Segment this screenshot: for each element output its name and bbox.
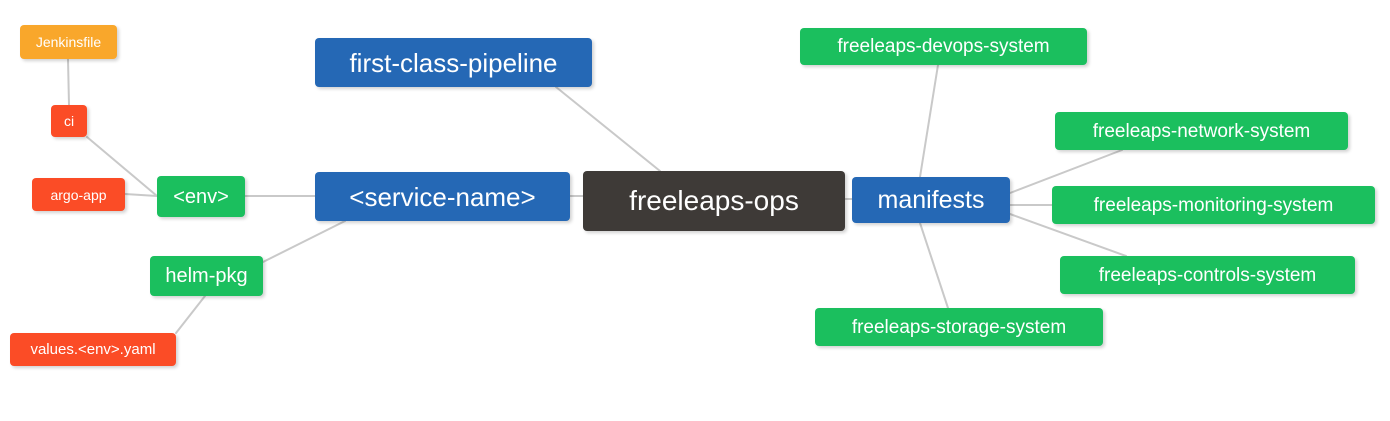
node-helm-pkg[interactable]: helm-pkg [150,256,263,296]
node-network-system[interactable]: freeleaps-network-system [1055,112,1348,150]
edge-first-class-pipeline-to-freeleaps-ops [555,86,661,172]
node-label: helm-pkg [165,265,248,287]
node-monitoring-system[interactable]: freeleaps-monitoring-system [1052,186,1375,224]
node-label: argo-app [50,186,107,203]
node-label: freeleaps-controls-system [1098,264,1317,286]
node-service-name[interactable]: <service-name> [315,172,570,221]
edge-manifests-to-storage-system [919,222,949,309]
edge-helm-pkg-to-service-name [262,220,346,263]
node-devops-system[interactable]: freeleaps-devops-system [800,28,1087,65]
node-controls-system[interactable]: freeleaps-controls-system [1060,256,1355,294]
node-env[interactable]: <env> [157,176,245,217]
node-first-class-pipeline[interactable]: first-class-pipeline [315,38,592,87]
node-label: Jenkinsfile [35,34,102,50]
node-label: first-class-pipeline [349,47,558,78]
node-label: <service-name> [349,181,536,212]
node-ci[interactable]: ci [51,105,87,137]
node-label: freeleaps-storage-system [851,316,1067,338]
node-jenkinsfile[interactable]: Jenkinsfile [20,25,117,59]
node-freeleaps-ops[interactable]: freeleaps-ops [583,171,845,231]
node-label: freeleaps-ops [629,185,799,216]
node-label: ci [63,113,75,129]
node-values-yaml[interactable]: values.<env>.yaml [10,333,176,366]
edge-argo-app-to-env [124,193,158,197]
node-label: freeleaps-monitoring-system [1093,194,1334,216]
node-argo-app[interactable]: argo-app [32,178,125,211]
edge-manifests-to-devops-system [919,64,939,178]
node-storage-system[interactable]: freeleaps-storage-system [815,308,1103,346]
node-label: freeleaps-network-system [1092,120,1311,142]
node-label: values.<env>.yaml [30,341,156,358]
edge-values-yaml-to-helm-pkg [175,295,206,334]
node-label: manifests [877,185,985,214]
node-label: freeleaps-devops-system [837,36,1050,57]
node-label: <env> [173,185,229,208]
edge-jenkinsfile-to-ci [67,58,70,106]
node-manifests[interactable]: manifests [852,177,1010,223]
